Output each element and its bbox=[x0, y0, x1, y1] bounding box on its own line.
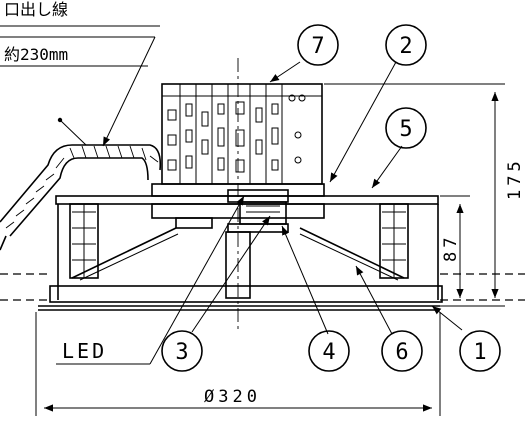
callout-5: 5 bbox=[385, 107, 427, 149]
lead-wire-label-group: 口出し線 約230mm bbox=[0, 0, 160, 147]
led-label-group: LED bbox=[56, 195, 245, 365]
svg-text:3: 3 bbox=[175, 340, 188, 365]
svg-text:7: 7 bbox=[311, 34, 324, 59]
callout-4: 4 bbox=[308, 330, 350, 372]
dim-height-total: 175 bbox=[505, 157, 525, 200]
reflector bbox=[71, 227, 405, 299]
dim-diameter: Ø320 bbox=[204, 387, 261, 407]
callout-6: 6 bbox=[381, 330, 423, 372]
mounting-springs bbox=[69, 203, 409, 279]
ceiling-lines bbox=[0, 273, 525, 301]
svg-text:1: 1 bbox=[473, 340, 486, 365]
svg-text:2: 2 bbox=[399, 34, 412, 59]
lead-wire-cable bbox=[0, 117, 162, 251]
lead-wire-label: 口出し線 bbox=[4, 0, 68, 19]
callout-leaders bbox=[191, 61, 463, 335]
svg-text:6: 6 bbox=[395, 340, 408, 365]
lead-wire-length: 約230mm bbox=[4, 45, 68, 64]
power-unit bbox=[161, 83, 323, 185]
callout-3: 3 bbox=[161, 330, 203, 372]
callout-7: 7 bbox=[297, 24, 339, 66]
frame-body bbox=[38, 204, 443, 311]
svg-text:4: 4 bbox=[322, 340, 335, 365]
dim-height-lower: 87 bbox=[441, 234, 461, 262]
svg-text:5: 5 bbox=[399, 117, 412, 142]
height-dimensions: 175 87 bbox=[324, 83, 525, 307]
callout-1: 1 bbox=[459, 330, 501, 372]
led-label: LED bbox=[62, 339, 107, 363]
callout-2: 2 bbox=[385, 24, 427, 66]
diameter-dimension: Ø320 bbox=[35, 312, 441, 416]
